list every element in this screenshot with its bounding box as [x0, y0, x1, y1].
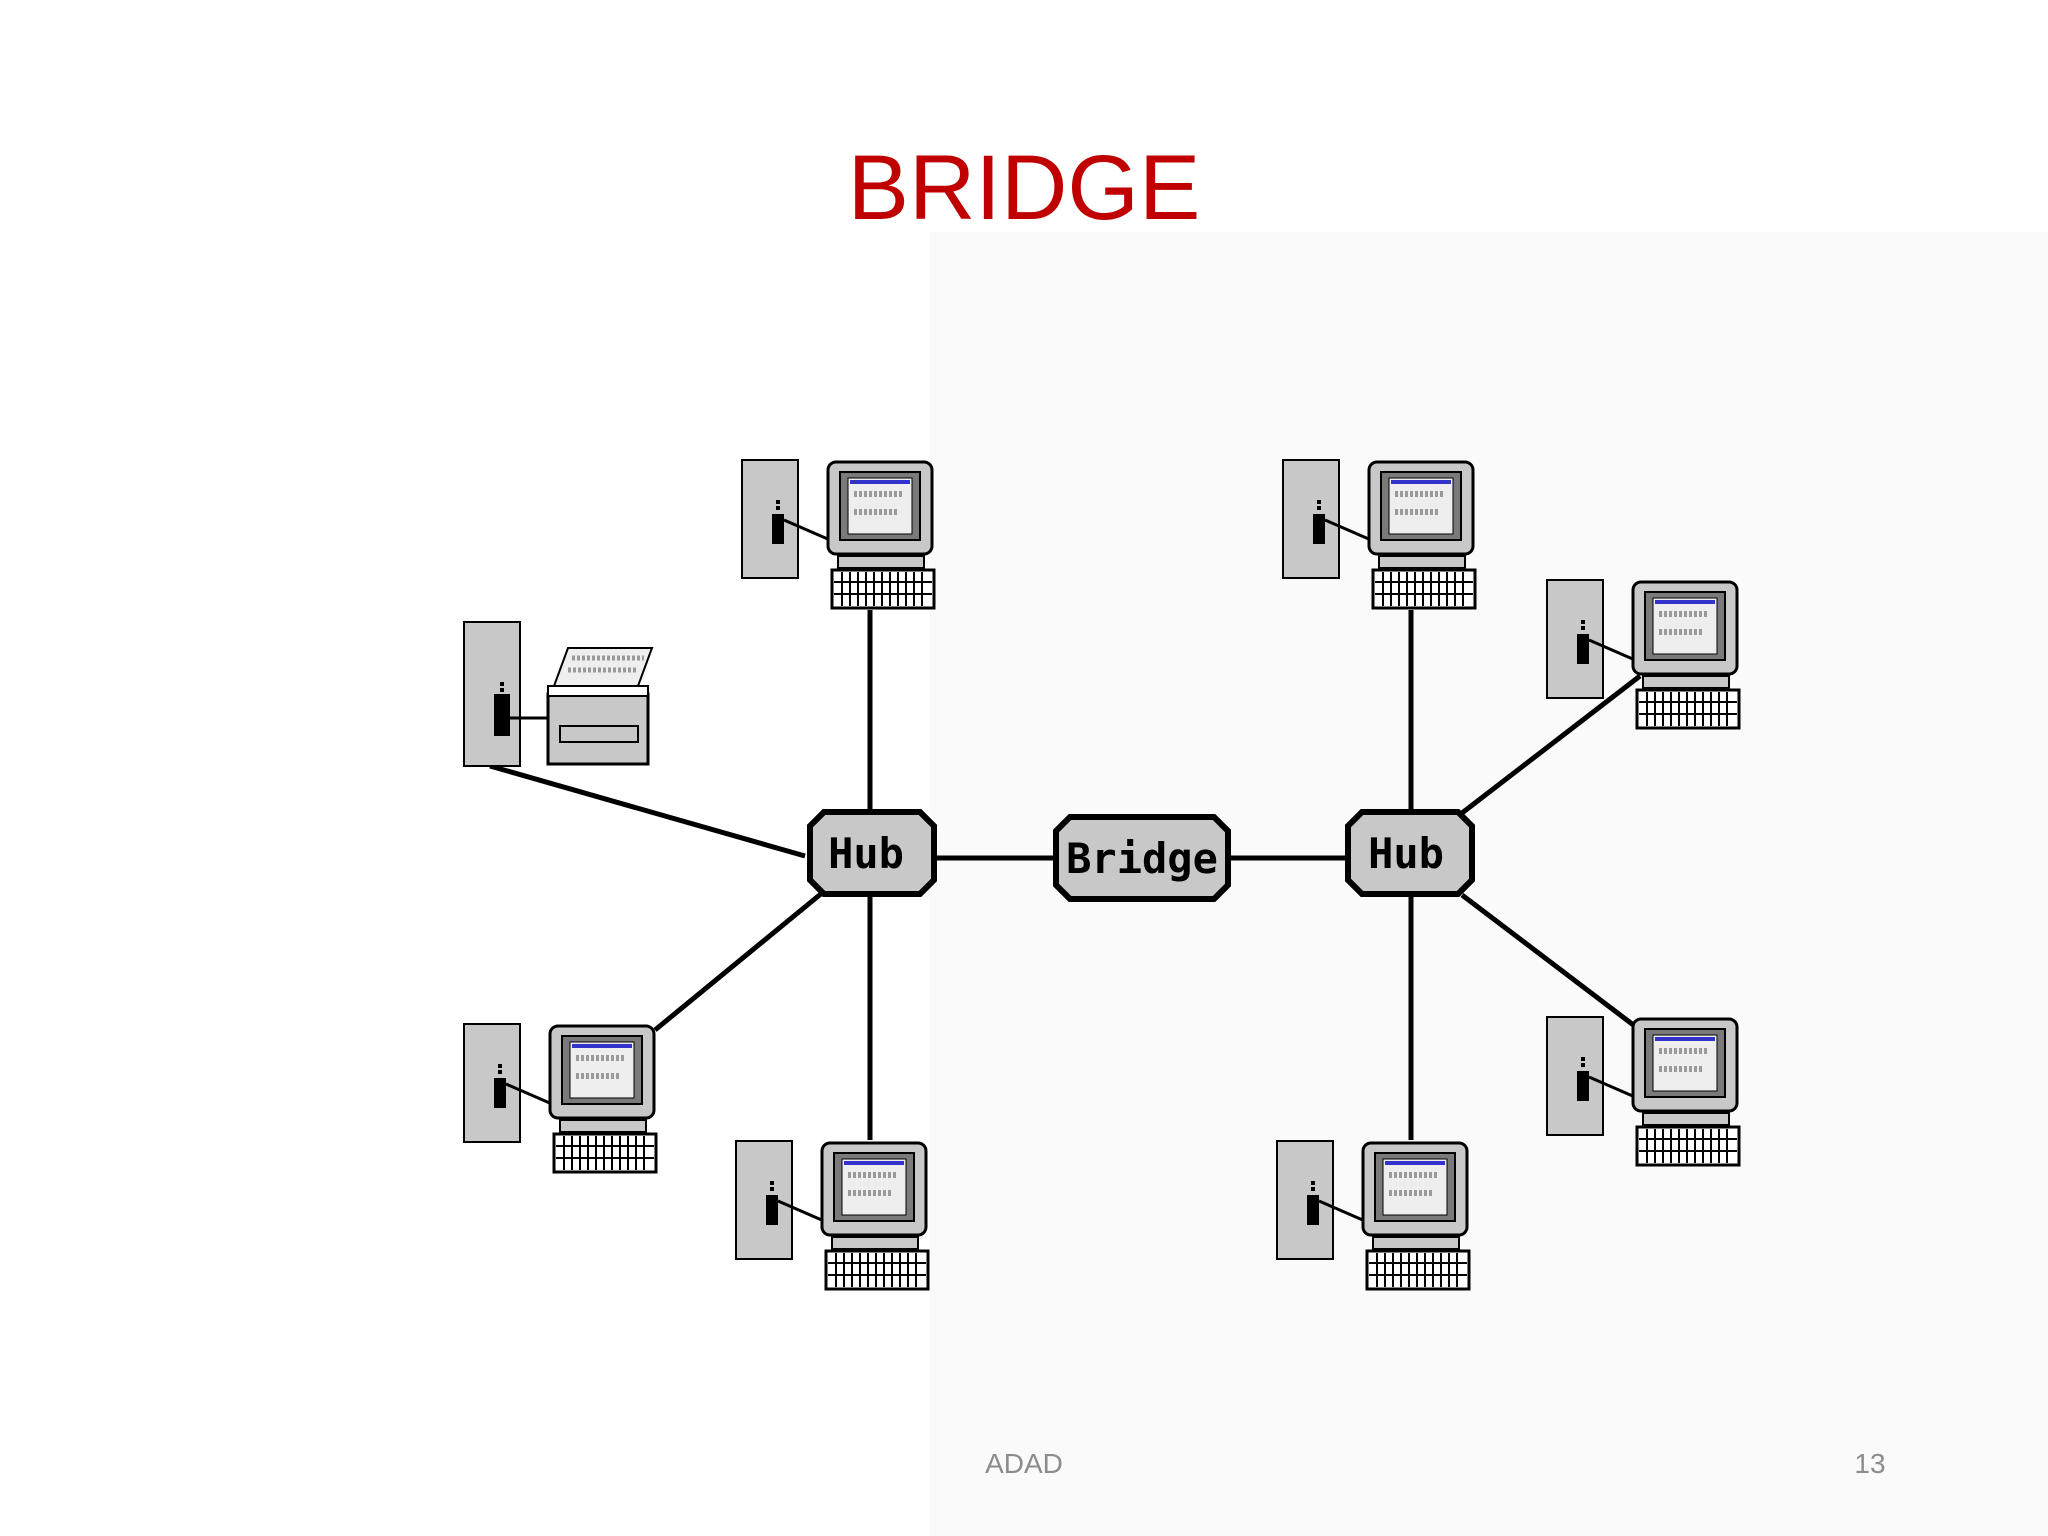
computer-icon — [1547, 1017, 1739, 1165]
hub-right-node: Hub — [1345, 809, 1475, 897]
network-links — [489, 610, 1642, 1140]
hub-left-node: Hub — [807, 809, 937, 897]
computer-icon — [1277, 1141, 1469, 1289]
printer-icon — [464, 622, 652, 766]
page-number: 13 — [1854, 1448, 1886, 1479]
hub-right-label: Hub — [1368, 829, 1444, 878]
computer-icon — [1547, 580, 1739, 728]
bridge-node: Bridge — [1053, 814, 1231, 902]
footer-text: ADAD — [985, 1448, 1063, 1479]
computer-icon — [1283, 460, 1475, 608]
computer-icon — [736, 1141, 928, 1289]
slide-title: BRIDGE — [847, 137, 1201, 239]
computer-icon — [742, 460, 934, 608]
computer-icon — [464, 1024, 656, 1172]
hub-left-label: Hub — [828, 829, 904, 878]
bridge-label: Bridge — [1066, 834, 1218, 883]
